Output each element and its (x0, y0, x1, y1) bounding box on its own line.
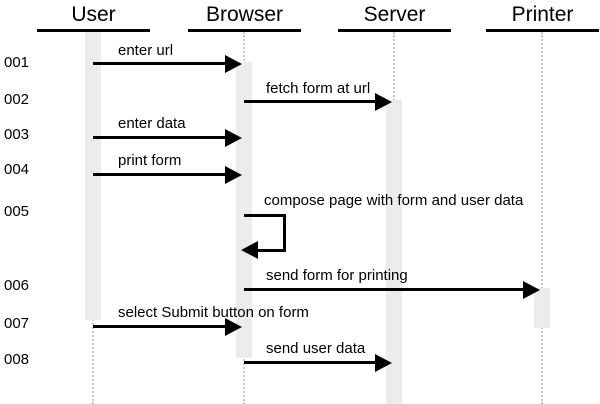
step-number-008: 008 (4, 351, 30, 368)
message-label-007: select Submit button on form (118, 304, 309, 321)
message-arrowhead-001 (225, 55, 242, 73)
message-arrowhead-007 (225, 318, 242, 336)
message-label-006: send form for printing (266, 267, 408, 284)
self-call-bottom-segment-005 (258, 249, 286, 252)
message-line-004 (93, 173, 227, 176)
message-line-008 (244, 361, 377, 364)
message-arrowhead-008 (375, 354, 392, 372)
lifeline-header-server: Server (363, 3, 426, 26)
activation-bar-server (386, 100, 402, 404)
lifeline-header-rule-printer (486, 29, 599, 32)
message-label-004: print form (118, 152, 182, 169)
message-line-002 (244, 100, 377, 103)
activation-bar-user (85, 32, 101, 320)
lifeline-printer (541, 32, 543, 404)
lifeline-header-rule-server (338, 29, 451, 32)
message-arrowhead-006 (523, 281, 540, 299)
step-number-005: 005 (4, 203, 30, 220)
message-arrowhead-005 (241, 241, 258, 259)
message-label-005: compose page with form and user data (264, 192, 524, 209)
step-number-004: 004 (4, 161, 30, 178)
message-arrowhead-002 (375, 93, 392, 111)
lifeline-header-rule-user (37, 29, 150, 32)
lifeline-header-user: User (71, 3, 116, 26)
message-label-008: send user data (266, 340, 366, 357)
message-label-001: enter url (118, 42, 174, 59)
self-call-top-segment-005 (244, 214, 286, 217)
message-line-003 (93, 136, 227, 139)
self-call-right-segment-005 (283, 214, 286, 252)
message-arrowhead-004 (225, 166, 242, 184)
message-line-007 (93, 325, 227, 328)
step-number-002: 002 (4, 91, 30, 108)
lifeline-header-browser: Browser (205, 3, 284, 26)
step-number-007: 007 (4, 315, 30, 332)
message-line-006 (244, 288, 525, 291)
step-number-001: 001 (4, 54, 30, 71)
step-number-003: 003 (4, 126, 30, 143)
lifeline-header-printer: Printer (511, 3, 574, 26)
lifeline-header-rule-browser (188, 29, 301, 32)
message-label-002: fetch form at url (266, 80, 371, 97)
message-line-001 (93, 62, 227, 65)
message-arrowhead-003 (225, 129, 242, 147)
message-label-003: enter data (118, 115, 186, 132)
step-number-006: 006 (4, 277, 30, 294)
